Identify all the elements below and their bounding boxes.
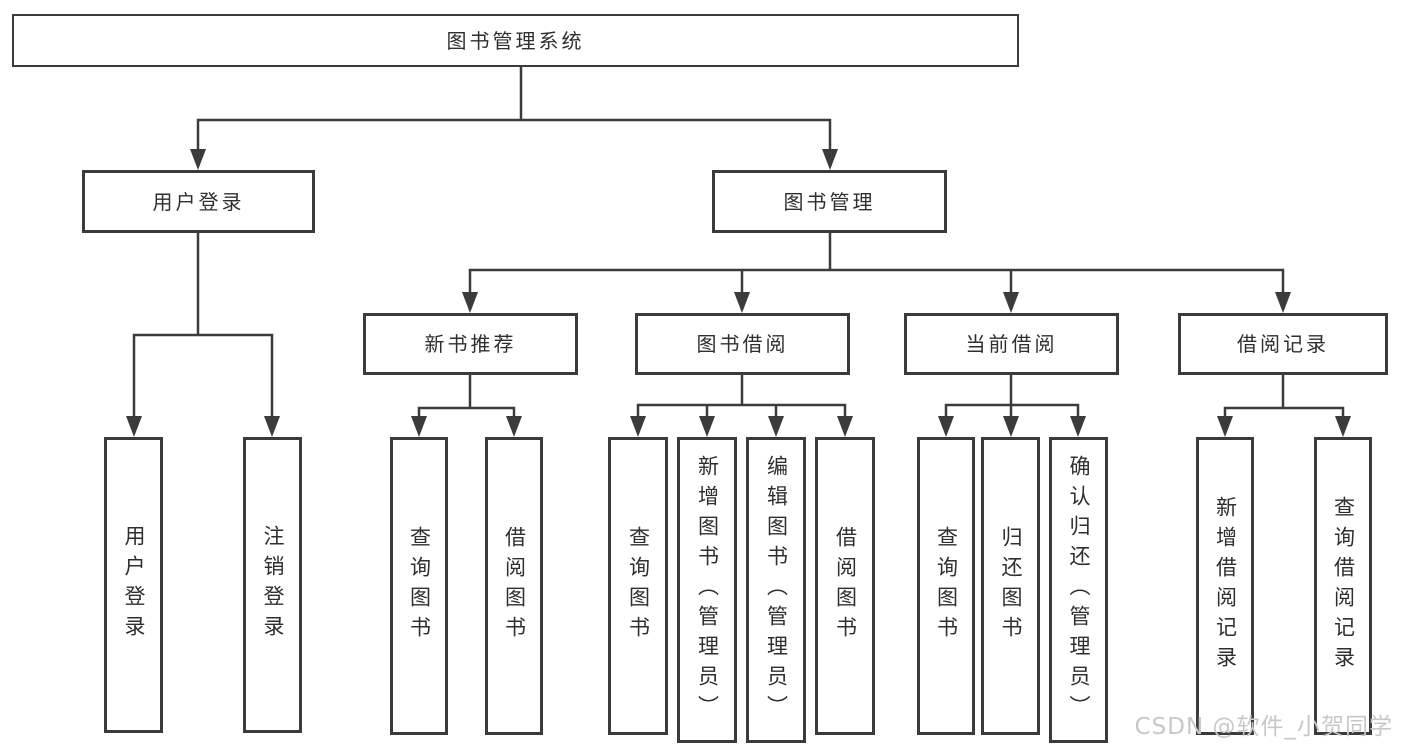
node-current-borrowing: 当前借阅 [904,313,1119,375]
leaf-query-borrow-record: 查询借阅记录 [1314,437,1372,735]
node-book-borrowing: 图书借阅 [635,313,850,375]
leaf-query-books-recommend: 查询图书 [390,437,448,735]
leaf-query-books-borrowing: 查询图书 [608,437,668,735]
leaf-add-book-admin: 新增图书（管理员） [677,437,737,743]
node-borrowing-records: 借阅记录 [1178,313,1388,375]
leaf-borrow-books-recommend: 借阅图书 [485,437,543,735]
leaf-borrow-books: 借阅图书 [815,437,875,735]
node-new-book-recommend: 新书推荐 [363,313,578,375]
arrowheads [126,149,1351,437]
tree-edges [132,67,1345,417]
leaf-confirm-return-admin: 确认归还（管理员） [1049,437,1108,743]
leaf-add-borrow-record: 新增借阅记录 [1196,437,1254,735]
node-library-management-system: 图书管理系统 [12,14,1019,67]
leaf-user-login: 用户登录 [104,437,163,733]
node-book-management: 图书管理 [712,170,947,233]
leaf-return-books: 归还图书 [981,437,1040,735]
leaf-query-books-current: 查询图书 [917,437,975,735]
leaf-edit-book-admin: 编辑图书（管理员） [746,437,806,743]
csdn-watermark: CSDN @软件_小贺同学 [1134,714,1393,740]
node-user-login: 用户登录 [82,170,315,233]
leaf-logout: 注销登录 [243,437,302,733]
